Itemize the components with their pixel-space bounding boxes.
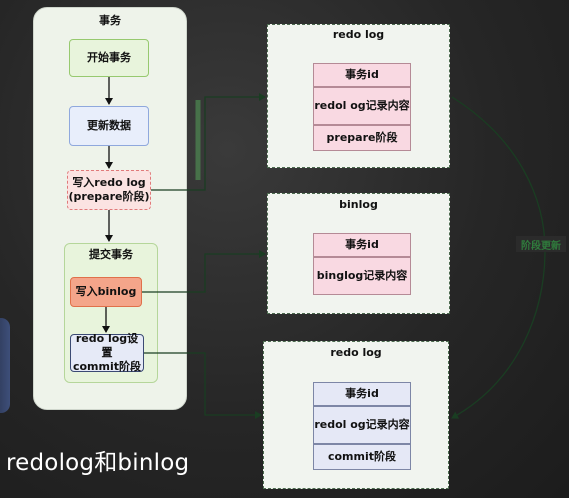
transaction-title: 事务 <box>99 14 121 27</box>
wire-to-binlog <box>142 250 266 293</box>
redo-log-commit-title: redo log <box>330 346 382 359</box>
start-transaction-node: 开始事务 <box>69 39 149 77</box>
phase-update-label: 阶段更新 <box>516 236 566 252</box>
binlog-title: binlog <box>339 198 378 211</box>
redo-commit-field-txid: 事务id <box>313 382 411 406</box>
commit-group-title: 提交事务 <box>89 248 133 261</box>
write-binlog-node: 写入binlog <box>70 277 142 307</box>
redo-commit-field-content: redol og记录内容 <box>313 406 411 444</box>
redo-prepare-field-txid: 事务id <box>313 63 411 87</box>
redo-prepare-field-content: redol og记录内容 <box>313 87 411 125</box>
update-data-node: 更新数据 <box>69 106 149 146</box>
binlog-field-content: binglog记录内容 <box>313 257 411 295</box>
wire-to-redo-prepare <box>151 93 266 191</box>
caption: redolog和binlog <box>6 450 190 476</box>
redo-commit-field-phase: commit阶段 <box>313 444 411 470</box>
presenter-edge <box>0 318 10 413</box>
redo-log-prepare-title: redo log <box>332 28 385 41</box>
write-redo-prepare-node: 写入redo log (prepare阶段) <box>67 170 151 210</box>
wire-to-redo-commit <box>144 352 262 419</box>
set-commit-node: redo log设置 commit阶段 <box>70 332 144 373</box>
redo-prepare-field-phase: prepare阶段 <box>313 125 411 151</box>
phase-update-curve <box>451 96 546 419</box>
binlog-field-txid: 事务id <box>313 233 411 257</box>
